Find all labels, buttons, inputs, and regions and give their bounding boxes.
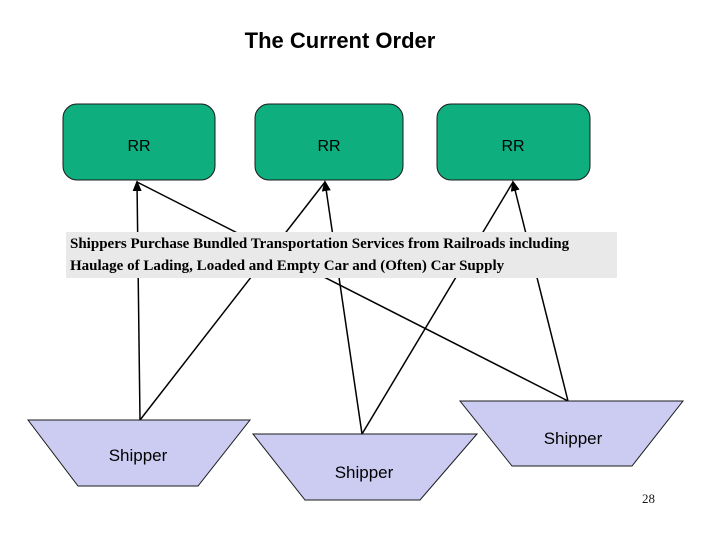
banner-line-2: Haulage of Lading, Loaded and Empty Car … <box>70 258 505 274</box>
railroad-box-3 <box>436 103 591 181</box>
connector-shipper1-rr2 <box>139 181 326 421</box>
railroad-label-3: RR <box>501 138 524 155</box>
shipper-trapezoid-1 <box>26 419 252 487</box>
railroad-nodes: RR RR RR <box>62 103 591 181</box>
banner-line-1: Shippers Purchase Bundled Transportation… <box>70 236 570 252</box>
slide-title: The Current Order <box>244 28 436 53</box>
connector-shipper2-rr2 <box>321 180 363 435</box>
railroad-label-1: RR <box>127 138 150 155</box>
shipper-label-3: Shipper <box>544 429 603 448</box>
banner-textbox: Shippers Purchase Bundled Transportation… <box>66 232 617 278</box>
shipper-label-2: Shipper <box>335 463 394 482</box>
shipper-trapezoid-2 <box>251 433 479 501</box>
connector-shipper2-rr3 <box>361 181 514 435</box>
shipper-trapezoid-3 <box>458 400 685 467</box>
railroad-box-2 <box>254 103 404 181</box>
connector-shipper3-rr1 <box>136 181 569 402</box>
connector-shipper1-rr1 <box>132 180 142 421</box>
connector-shipper3-rr3 <box>510 180 569 402</box>
railroad-label-2: RR <box>317 138 340 155</box>
shipper-nodes: Shipper Shipper Shipper <box>26 400 685 501</box>
page-number: 28 <box>642 491 655 506</box>
shipper-label-1: Shipper <box>109 446 168 465</box>
connector-lines <box>132 180 569 435</box>
railroad-box-1 <box>62 103 216 181</box>
